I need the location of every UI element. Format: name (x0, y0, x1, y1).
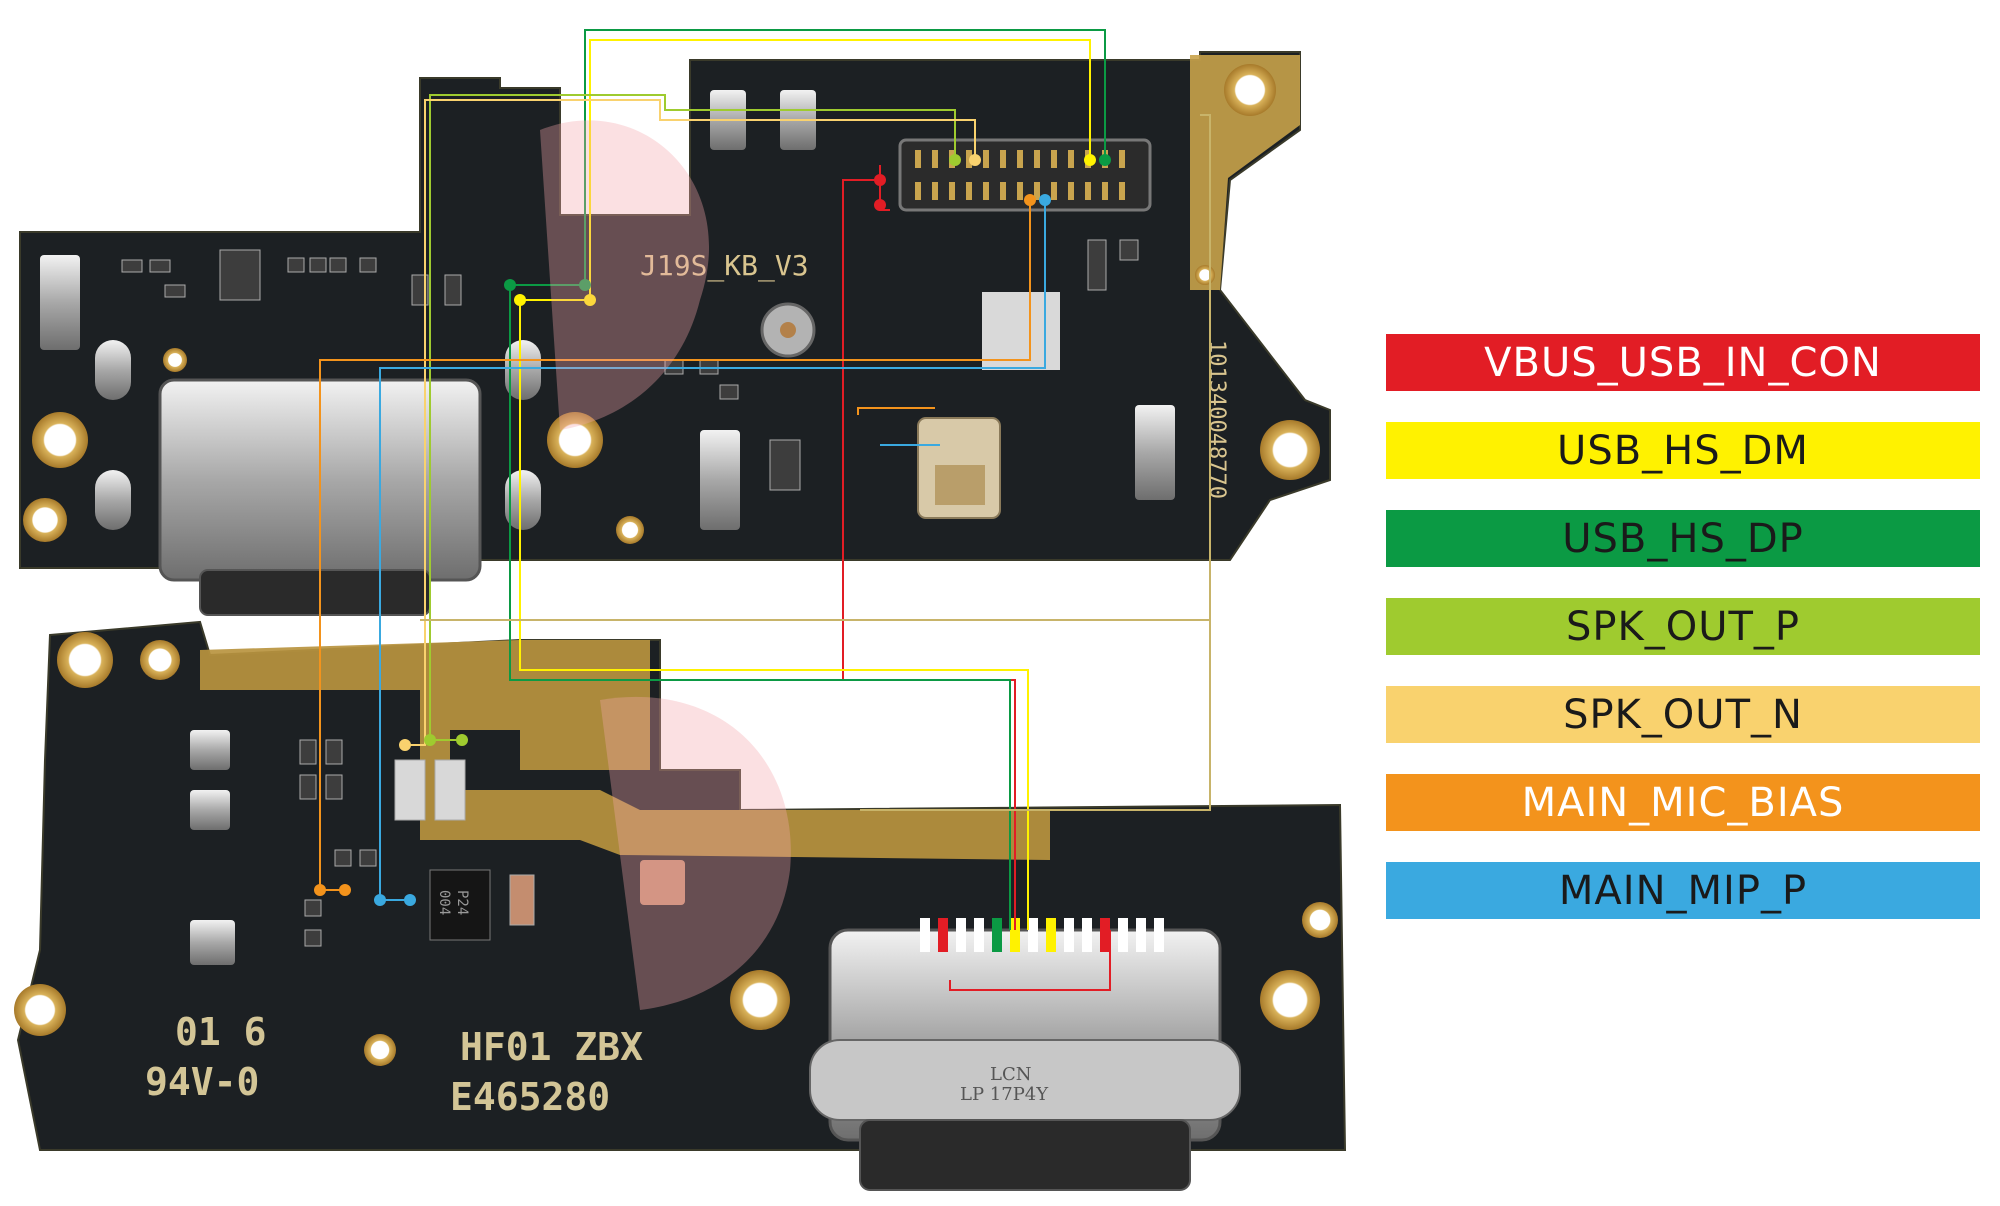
mount-hole (1260, 420, 1320, 480)
mount-hole (32, 412, 88, 468)
antenna-clip (40, 255, 80, 350)
watermark (540, 120, 791, 1010)
mount-hole (1260, 970, 1320, 1030)
mount-hole (547, 412, 603, 468)
connector-marking: LCN (990, 1064, 1031, 1085)
ic-chip (429, 869, 491, 941)
top-board-gold-edge (1190, 55, 1300, 290)
trace-spk-out-n (405, 99, 976, 746)
mount-hole (57, 632, 113, 688)
mount-hole (1224, 64, 1276, 116)
legend-usb-hs-dp: USB_HS_DP (1386, 510, 1980, 567)
mount-hole (616, 516, 644, 544)
mount-hole (163, 348, 187, 372)
mount-hole (23, 498, 67, 542)
oval-pad (95, 470, 131, 530)
trace-usb-dm (519, 39, 1091, 930)
speaker-contact (640, 860, 685, 905)
oval-pad (505, 470, 541, 530)
test-points (314, 154, 1111, 906)
bottom-board: P24 004 01 6 94V-0 HF01 ZBX E465280 LCN … (14, 620, 1347, 1191)
small-components (299, 739, 535, 947)
legend-usb-hs-dm: USB_HS_DM (1386, 422, 1980, 479)
trace-mic-mip-p (379, 200, 1046, 901)
marking-code: 01 6 (175, 1010, 267, 1054)
mount-hole (364, 1034, 396, 1066)
marking-file: E465280 (450, 1075, 610, 1119)
board-label: J19S_KB_V3 (640, 249, 809, 283)
board-serial: 101340048770 (1204, 340, 1229, 499)
legend-main-mic-bias: MAIN_MIC_BIAS (1386, 774, 1980, 831)
qr-code (982, 292, 1060, 370)
trace-usb-dp (509, 29, 1106, 930)
mount-hole (1195, 265, 1215, 285)
antenna-clip (700, 430, 740, 530)
oval-pad (505, 340, 541, 400)
legend-spk-out-p: SPK_OUT_P (1386, 598, 1980, 655)
trace-mic-bias (319, 200, 1031, 891)
speaker-contact (190, 790, 230, 830)
connector-marking: LP 17P4Y (960, 1084, 1049, 1105)
marking-factory: HF01 ZBX (460, 1025, 643, 1069)
bottom-board-gold-area (200, 640, 1050, 860)
marking-rating: 94V-0 (145, 1060, 259, 1104)
usb-c-pads (920, 918, 1164, 952)
mount-hole (730, 970, 790, 1030)
legend-vbus-usb-in-con: VBUS_USB_IN_CON (1386, 334, 1980, 391)
small-components (121, 239, 1139, 491)
antenna-clip (1135, 405, 1175, 500)
mount-hole (14, 984, 66, 1036)
oval-pad (95, 340, 131, 400)
legend-spk-out-n: SPK_OUT_N (1386, 686, 1980, 743)
svg-text:004: 004 (436, 890, 452, 915)
mount-hole (1302, 902, 1338, 938)
legend-main-mip-p: MAIN_MIP_P (1386, 862, 1980, 919)
svg-text:P24: P24 (454, 890, 470, 915)
speaker-contact (190, 920, 235, 965)
mount-hole (140, 640, 180, 680)
speaker-contact (190, 730, 230, 770)
